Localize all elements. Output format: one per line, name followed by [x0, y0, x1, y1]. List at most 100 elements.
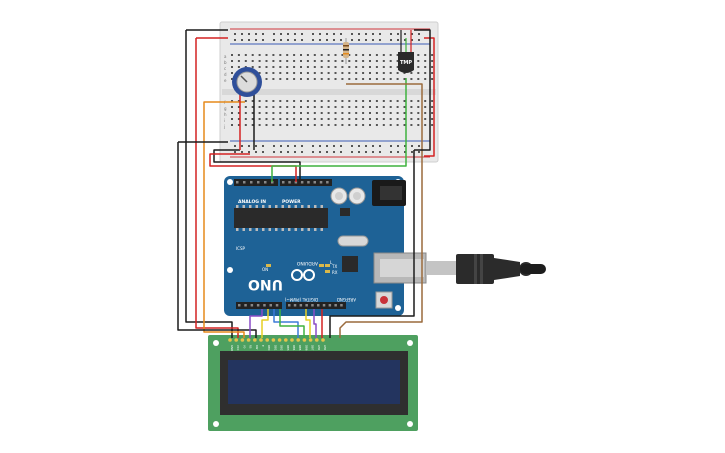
- rail-hole: [255, 33, 257, 35]
- header-pin: [275, 304, 279, 307]
- header-pin: [294, 181, 298, 184]
- usb-chip: [342, 256, 358, 272]
- rail-hole: [301, 151, 303, 153]
- grid-hole: [431, 100, 434, 102]
- grid-hole: [231, 60, 233, 62]
- rail-hole: [418, 151, 420, 153]
- chip-pin: [301, 205, 304, 208]
- grid-hole: [265, 66, 268, 68]
- rail-hole: [418, 39, 420, 41]
- grid-hole: [369, 78, 371, 80]
- row-letter-i: i: [224, 118, 225, 123]
- rail-hole: [234, 33, 236, 35]
- rail-hole: [404, 151, 406, 153]
- grid-hole: [320, 100, 323, 102]
- grid-hole: [389, 118, 392, 120]
- grid-hole: [300, 118, 302, 120]
- usb-plug-ridge: [480, 254, 483, 284]
- chip-pins: [236, 205, 323, 231]
- grid-hole: [355, 66, 358, 68]
- crystal-oscillator: [337, 235, 369, 247]
- wire-purple-db7: [313, 309, 317, 338]
- arduino-uno[interactable]: ANALOG IN POWER L TX RX ON UNO: [224, 176, 427, 316]
- wire-black-right-rail: [414, 29, 431, 151]
- grid-hole: [320, 112, 323, 114]
- rail-hole: [372, 151, 374, 153]
- header-pin: [328, 304, 332, 307]
- header-pin: [238, 304, 241, 307]
- grid-hole: [417, 66, 420, 68]
- grid-hole: [403, 112, 406, 114]
- grid-hole: [431, 124, 434, 126]
- rail-hole: [241, 33, 243, 35]
- rail-hole: [273, 33, 275, 35]
- grid-hole: [293, 60, 296, 62]
- grid-hole: [431, 66, 434, 68]
- grid-hole: [237, 66, 240, 68]
- reset-button-cap[interactable]: [380, 296, 388, 304]
- wire-green-db5: [279, 309, 305, 338]
- rail-hole: [397, 151, 399, 153]
- lcd-pin: [253, 338, 257, 342]
- grid-hole: [410, 72, 413, 74]
- grid-hole: [231, 118, 233, 120]
- grid-hole: [231, 78, 233, 80]
- rail-hole: [255, 145, 257, 147]
- grid-hole: [348, 72, 351, 74]
- grid-hole: [279, 100, 282, 102]
- grid-hole: [258, 72, 261, 74]
- mount-hole: [227, 267, 233, 273]
- header-pin: [340, 304, 343, 307]
- rail-hole: [326, 145, 328, 147]
- grid-hole: [327, 60, 330, 62]
- grid-hole: [389, 78, 392, 80]
- lcd-pin-label: DB2: [280, 345, 284, 351]
- usb-b-port-inner: [380, 259, 424, 277]
- chip-pin: [314, 205, 317, 208]
- row-letter-h: h: [224, 112, 227, 117]
- rail-hole: [273, 39, 275, 41]
- grid-hole: [293, 54, 296, 56]
- grid-hole: [341, 60, 344, 62]
- rail-hole: [365, 151, 367, 153]
- lcd-pin: [321, 338, 325, 342]
- rail-hole: [390, 39, 392, 41]
- grid-hole: [306, 112, 309, 114]
- arduino-brand: ARDUINO: [296, 260, 318, 266]
- digital-label: DIGITAL (PWM~): [284, 297, 318, 302]
- icsp-label: ICSP: [236, 246, 246, 251]
- rail-hole: [294, 145, 296, 147]
- grid-hole: [300, 66, 302, 68]
- grid-hole: [431, 118, 434, 120]
- wire-orange-v0: [203, 101, 245, 338]
- lcd-pin-label: DB0: [267, 345, 271, 351]
- header-pin: [243, 181, 246, 184]
- potentiometer[interactable]: [232, 67, 262, 97]
- temperature-sensor[interactable]: TMP: [398, 30, 414, 73]
- grid-hole: [306, 106, 309, 108]
- rail-hole: [262, 151, 264, 153]
- rail-hole: [255, 39, 257, 41]
- grid-hole: [417, 106, 420, 108]
- led-rx: [325, 270, 330, 273]
- grid-hole: [258, 124, 261, 126]
- chip-pin: [236, 205, 239, 208]
- grid-hole: [382, 112, 385, 114]
- chip-pin: [301, 228, 304, 231]
- grid-hole: [369, 100, 371, 102]
- grid-hole: [417, 78, 420, 80]
- rail-hole: [241, 145, 243, 147]
- grid-hole: [355, 78, 358, 80]
- usb-cable-wire: [426, 261, 456, 275]
- grid-hole: [424, 72, 427, 74]
- grid-hole: [396, 100, 399, 102]
- rail-hole: [241, 39, 243, 41]
- lcd-pins: [228, 338, 325, 342]
- lcd-pin-label: DB3: [286, 345, 290, 351]
- rail-hole: [234, 39, 236, 41]
- tx-label: TX: [331, 264, 337, 269]
- lcd-pin: [290, 338, 294, 342]
- grid-hole: [251, 100, 254, 102]
- grid-hole: [348, 78, 351, 80]
